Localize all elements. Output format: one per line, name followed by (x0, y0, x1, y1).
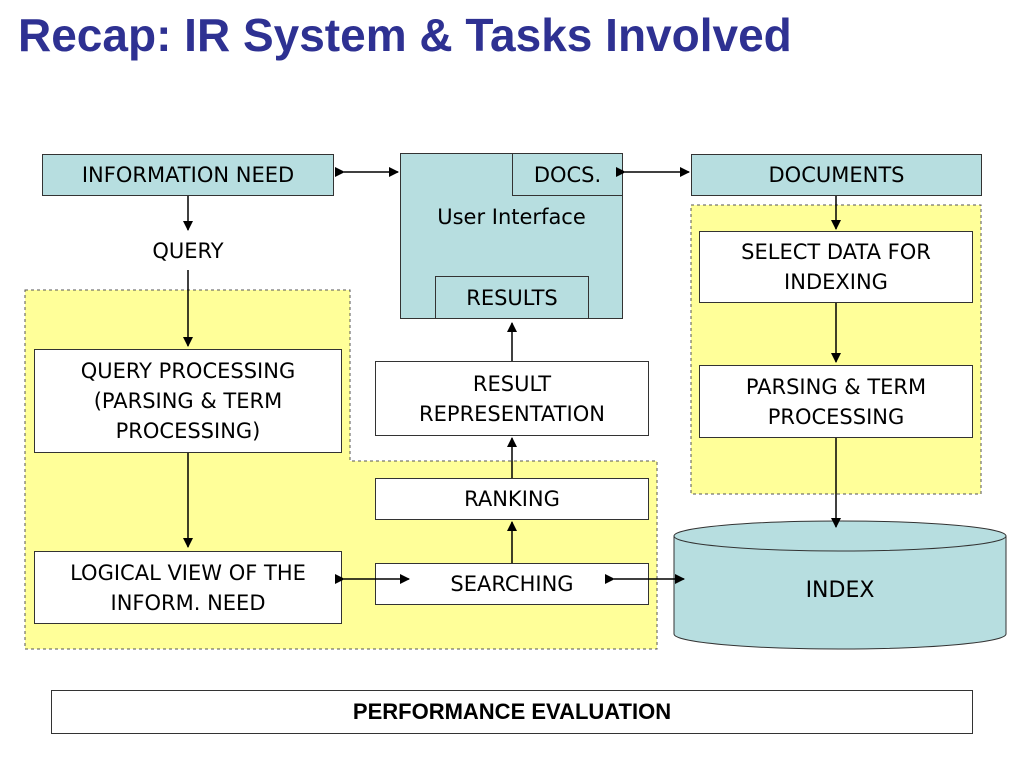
query-processing-box: QUERY PROCESSING (PARSING & TERM PROCESS… (34, 349, 342, 453)
information-need-box: INFORMATION NEED (42, 154, 334, 196)
index-cylinder (673, 520, 1007, 650)
results-box: RESULTS (435, 276, 589, 319)
logical-view-box: LOGICAL VIEW OF THE INFORM. NEED (34, 551, 342, 624)
ranking-box: RANKING (375, 478, 649, 520)
parsing-term-box: PARSING & TERM PROCESSING (699, 365, 973, 438)
index-label: INDEX (805, 578, 875, 603)
documents-box: DOCUMENTS (691, 154, 982, 196)
result-representation-box: RESULT REPRESENTATION (375, 361, 649, 436)
performance-evaluation-box: PERFORMANCE EVALUATION (51, 690, 973, 734)
docs-box: DOCS. (512, 153, 623, 196)
select-data-box: SELECT DATA FOR INDEXING (699, 231, 973, 303)
slide-title: Recap: IR System & Tasks Involved (18, 9, 792, 61)
user-interface-label: User Interface (437, 205, 586, 229)
searching-box: SEARCHING (375, 563, 649, 605)
query-label: QUERY (152, 239, 224, 263)
